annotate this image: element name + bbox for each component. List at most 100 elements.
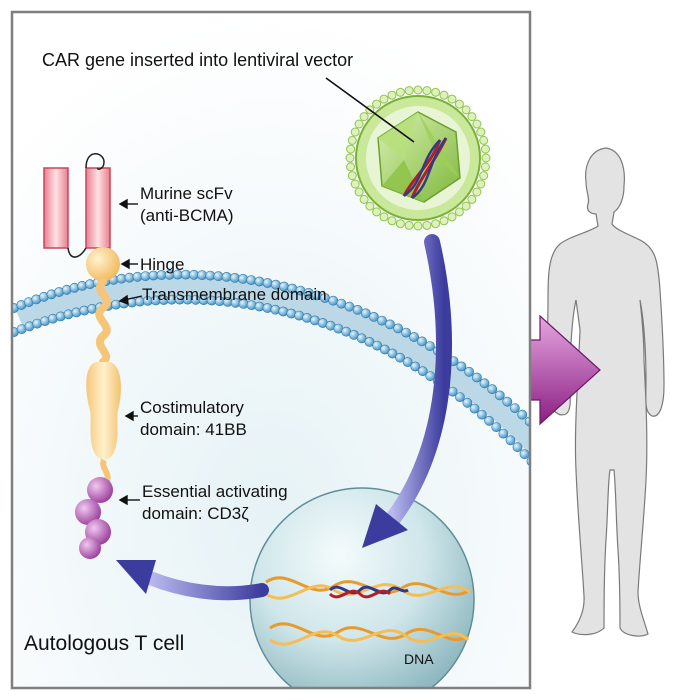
virus-spike (480, 162, 490, 172)
costimulatory-domain (86, 362, 121, 460)
virus-spike (439, 90, 449, 100)
label-pointers (118, 198, 143, 506)
hinge-label: Hinge (140, 255, 184, 274)
virus-spike (431, 87, 441, 97)
transmembrane-domain (95, 278, 111, 366)
lipid-bead (547, 479, 556, 488)
virus-spike (472, 119, 482, 129)
virus-spike (439, 216, 449, 226)
lipid-bead (229, 272, 240, 283)
virus-spike (395, 87, 405, 97)
activating-label-line2: domain: CD3ζ (142, 504, 249, 523)
lipid-bead (519, 449, 530, 460)
lipid-bead (379, 344, 390, 355)
virus-spike (447, 94, 457, 104)
lipid-bead (425, 341, 435, 351)
lipid-bead (502, 396, 513, 407)
lipid-bead (344, 301, 355, 312)
lipid-bead (409, 332, 419, 342)
virus-spike (379, 212, 389, 222)
virus-spike (422, 220, 432, 230)
lipid-bead (385, 319, 395, 330)
cd3z-domain-1 (87, 477, 113, 503)
transmembrane-label: Transmembrane domain (142, 285, 327, 304)
virus-spike (447, 212, 457, 222)
virus-spike (387, 90, 397, 100)
cd3z-domain-2 (75, 499, 101, 525)
lipid-bead (197, 270, 207, 280)
virus-spike (404, 220, 414, 230)
lipid-bead (417, 366, 428, 377)
virus-spike (372, 99, 382, 109)
lipid-bead (368, 311, 379, 322)
virus-spike (476, 179, 486, 189)
virus-spike (354, 119, 364, 129)
lipid-bead (393, 323, 403, 334)
virus-spike (372, 207, 382, 217)
virus-spike (347, 135, 357, 145)
virus-spike (479, 135, 489, 145)
lipid-bead (505, 435, 516, 446)
lipid-bead (213, 271, 224, 282)
virus-spike (346, 144, 356, 154)
lipid-bead (471, 372, 482, 383)
car-construct (43, 153, 121, 559)
virus-spike (454, 99, 464, 109)
cell-label: Autologous T cell (24, 632, 184, 655)
lipid-bead (79, 305, 90, 316)
lipid-bead (510, 403, 520, 413)
lipid-bead (476, 409, 487, 420)
title-pointer-line (325, 77, 415, 143)
virus-spike (413, 85, 423, 95)
dna-helix-icon (265, 576, 471, 646)
lipid-bead (87, 303, 98, 314)
activating-label-line1: Essential activating (142, 482, 288, 501)
lipid-bead (238, 273, 248, 284)
membrane-outer-beads (12, 269, 556, 447)
lipid-bead (246, 275, 257, 285)
costim-label-line2: domain: 41BB (140, 420, 247, 439)
lipid-bead (395, 352, 405, 363)
lipid-bead (456, 361, 467, 372)
virus-spike (476, 127, 486, 137)
hinge-domain (86, 247, 120, 281)
virus-spike (379, 94, 389, 104)
lipid-bead (221, 271, 232, 282)
lipid-bead (462, 397, 473, 408)
lipid-bead (360, 308, 371, 319)
costim-label-line1: Costimulatory (140, 398, 244, 417)
lipid-bead (517, 409, 528, 420)
virus-spike (350, 127, 360, 137)
lipid-bead (205, 270, 216, 281)
cd3z-domain-4 (79, 537, 101, 559)
virus-spike (480, 144, 490, 154)
virus-spike (479, 171, 489, 181)
lipid-bead (377, 315, 387, 326)
lipid-bead (494, 390, 505, 401)
lipid-bead (498, 428, 509, 439)
virus-spike (359, 112, 369, 122)
nucleus-to-car-arrow-icon (116, 560, 269, 601)
lipid-bead (491, 422, 502, 432)
virus-spike (413, 221, 423, 231)
lipid-bead (469, 403, 480, 414)
virus-spike (404, 86, 414, 96)
virus-spike (387, 216, 397, 226)
lipid-bead (410, 361, 421, 372)
lipid-bead (479, 378, 490, 389)
lipid-bead (387, 348, 398, 359)
lipid-bead (455, 392, 465, 402)
virus-spike (347, 171, 357, 181)
lipid-bead (372, 340, 383, 351)
lipid-bead (534, 464, 543, 473)
virus-spike (422, 86, 432, 96)
virus-to-nucleus-arrow-icon (362, 234, 452, 548)
scfv-label-line1: Murine scFv (140, 184, 233, 203)
lipid-bead (533, 424, 542, 433)
lipid-bead (547, 438, 556, 447)
virus-spike (395, 219, 405, 229)
scfv-label-line2: (anti-BCMA) (140, 206, 234, 225)
virus-spike (345, 153, 355, 163)
lipid-bead (262, 303, 273, 313)
